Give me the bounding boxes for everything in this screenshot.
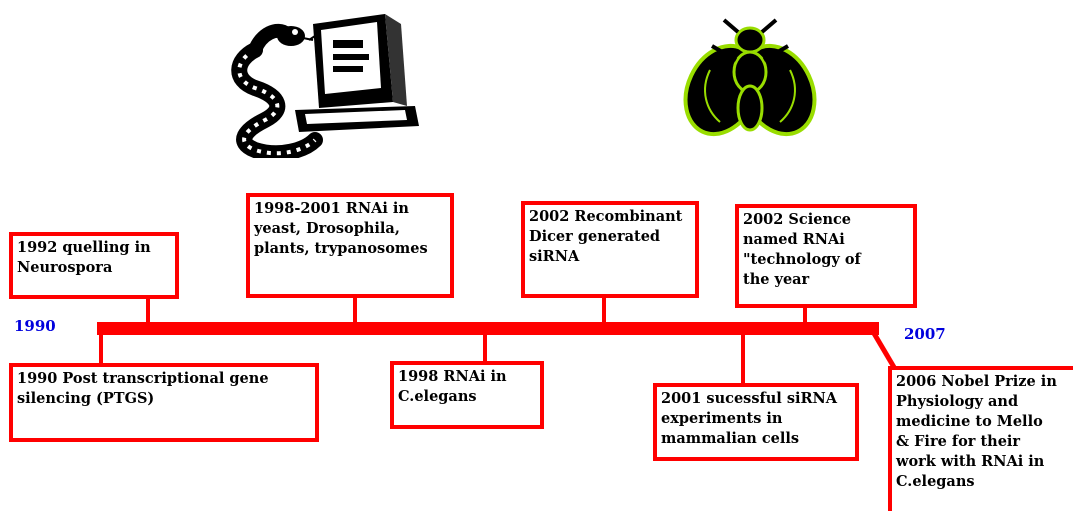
event-2002-dicer: 2002 Recombinant Dicer generated siRNA bbox=[521, 201, 699, 298]
end-year-label: 2007 bbox=[904, 325, 946, 343]
connector bbox=[803, 306, 807, 324]
connector bbox=[602, 296, 606, 324]
timeline-axis bbox=[97, 322, 879, 335]
fly-clipart bbox=[683, 18, 817, 137]
snake-computer-clipart bbox=[231, 14, 419, 158]
event-1990-ptgs: 1990 Post transcriptional gene silencing… bbox=[9, 363, 319, 442]
connector bbox=[99, 333, 103, 365]
connector bbox=[353, 297, 357, 324]
event-2006-nobel: 2006 Nobel Prize in Physiology and medic… bbox=[888, 366, 1073, 511]
event-2001-sirna: 2001 sucessful siRNA experiments in mamm… bbox=[653, 383, 859, 461]
event-2002-science: 2002 Science named RNAi "technology of t… bbox=[735, 204, 917, 308]
start-year-label: 1990 bbox=[14, 317, 56, 335]
event-1992-quelling: 1992 quelling in Neurospora bbox=[9, 232, 179, 299]
connector bbox=[741, 333, 745, 385]
event-1998-celegans: 1998 RNAi in C.elegans bbox=[390, 361, 544, 429]
connector bbox=[146, 296, 150, 324]
event-1998-2001-rnai: 1998-2001 RNAi in yeast, Drosophila, pla… bbox=[246, 193, 454, 298]
connector bbox=[483, 333, 487, 363]
